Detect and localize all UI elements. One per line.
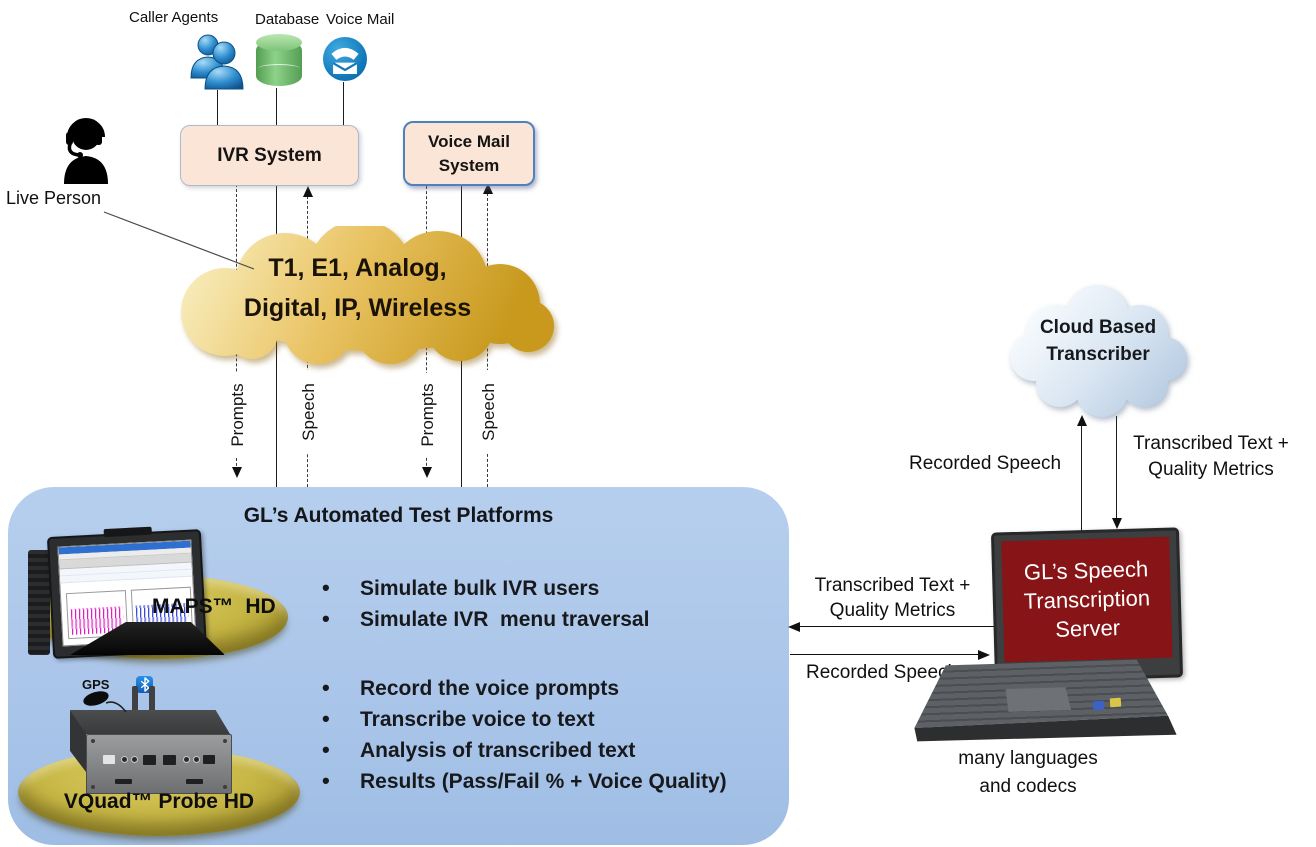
vm-prompts-label: Prompts <box>417 373 439 457</box>
vquad-top-face <box>70 710 230 734</box>
transcribed-line1: Transcribed Text + <box>814 575 971 596</box>
recorded-arrowhead <box>978 650 990 660</box>
maps-hd-device <box>25 525 230 660</box>
vquad-label: VQuad™ Probe HD <box>63 790 255 813</box>
laptop-touchpad <box>1005 687 1072 712</box>
bullet-item: Record the voice prompts <box>322 677 727 699</box>
ivr-speech-arrowhead <box>303 186 313 197</box>
recorded-up-arrowhead <box>1077 415 1087 426</box>
connector-calleragents-ivr <box>217 90 218 125</box>
voice-mail-system-box: Voice Mail System <box>403 121 535 186</box>
bullet-item: Analysis of transcribed text <box>322 739 727 761</box>
gps-label: GPS <box>82 677 110 692</box>
platform-bullet-list-2: Record the voice prompts Transcribe voic… <box>322 677 727 802</box>
caller-agents-icon <box>186 30 248 92</box>
ivr-system-label: IVR System <box>217 144 322 166</box>
ivr-prompts-label: Prompts <box>227 373 249 457</box>
voice-mail-system-label: Voice Mail System <box>428 131 510 175</box>
vm-prompts-arrowhead <box>422 467 432 478</box>
transcribed-line2: Quality Metrics <box>829 600 956 621</box>
transcribed-down-arrowhead <box>1112 518 1122 529</box>
network-cloud-text-line2: Digital, IP, Wireless <box>243 294 472 322</box>
caption-line2: and codecs <box>979 776 1077 797</box>
recorded-speech-label-cloud: Recorded Speech <box>909 453 1062 474</box>
transcriber-cloud-line2: Transcriber <box>1046 344 1150 365</box>
maps-hinge <box>28 550 50 655</box>
transcribed-text-label-left: Transcribed Text + Quality Metrics <box>800 573 985 623</box>
connector-voicemail-ivr <box>343 82 344 125</box>
server-line3: Server <box>1054 615 1121 642</box>
vm-speech-label: Speech <box>478 370 500 454</box>
transcribed-line2: Quality Metrics <box>1148 459 1274 480</box>
voicemail-icon <box>323 37 367 81</box>
maps-handle <box>103 526 152 538</box>
voice-mail-label: Voice Mail <box>326 11 395 28</box>
link-recorded-to-cloud <box>1081 424 1082 531</box>
server-line1: GL’s Speech <box>1023 556 1149 585</box>
link-transcribed-from-cloud <box>1116 416 1117 521</box>
transcriber-cloud <box>1010 285 1187 417</box>
bullet-item: Simulate bulk IVR users <box>322 577 649 599</box>
caption-line1: many languages <box>958 748 1098 769</box>
bullet-item: Transcribe voice to text <box>322 708 727 730</box>
ivr-speech-label: Speech <box>298 370 320 454</box>
recorded-speech-label-left: Recorded Speech <box>806 662 959 683</box>
server-screen-text: GL’s Speech Transcription Server <box>1001 536 1173 663</box>
transcriber-cloud-line1: Cloud Based <box>1039 317 1157 338</box>
server-caption: many languages and codecs <box>938 745 1118 801</box>
ivr-prompts-arrowhead <box>232 467 242 478</box>
transcribed-line1: Transcribed Text + <box>1133 433 1289 454</box>
antenna <box>132 686 138 712</box>
network-cloud-text-line1: T1, E1, Analog, <box>268 254 447 282</box>
ivr-system-box: IVR System <box>180 125 359 186</box>
bullet-item: Results (Pass/Fail % + Voice Quality) <box>322 770 727 792</box>
vquad-front-panel <box>86 734 232 794</box>
platform-title: GL’s Automated Test Platforms <box>243 504 554 527</box>
bluetooth-icon <box>136 676 153 693</box>
database-icon <box>256 34 302 86</box>
network-cloud <box>181 226 554 364</box>
laptop-sticker-blue <box>1092 700 1105 711</box>
antenna <box>149 686 155 712</box>
platform-bullet-list-1: Simulate bulk IVR users Simulate IVR men… <box>322 577 649 640</box>
link-recorded-to-laptop <box>790 654 982 655</box>
live-person-label: Live Person <box>6 188 102 208</box>
server-line2: Transcription <box>1023 585 1151 614</box>
maps-hd-label: MAPS™ HD <box>152 595 276 618</box>
database-label: Database <box>255 11 320 28</box>
caller-agents-label: Caller Agents <box>129 9 219 26</box>
bullet-item: Simulate IVR menu traversal <box>322 608 649 630</box>
vm-speech-arrowhead <box>483 183 493 194</box>
vquad-probe-device: GPS <box>60 670 240 800</box>
server-laptop-base <box>903 653 1188 748</box>
transcribed-arrowhead <box>788 622 800 632</box>
laptop-sticker-yellow <box>1109 697 1122 708</box>
connector-database-ivr <box>276 88 277 125</box>
live-person-icon <box>50 110 118 186</box>
transcribed-text-label-cloud: Transcribed Text + Quality Metrics <box>1124 431 1298 483</box>
link-transcribed-to-platform <box>790 626 995 627</box>
